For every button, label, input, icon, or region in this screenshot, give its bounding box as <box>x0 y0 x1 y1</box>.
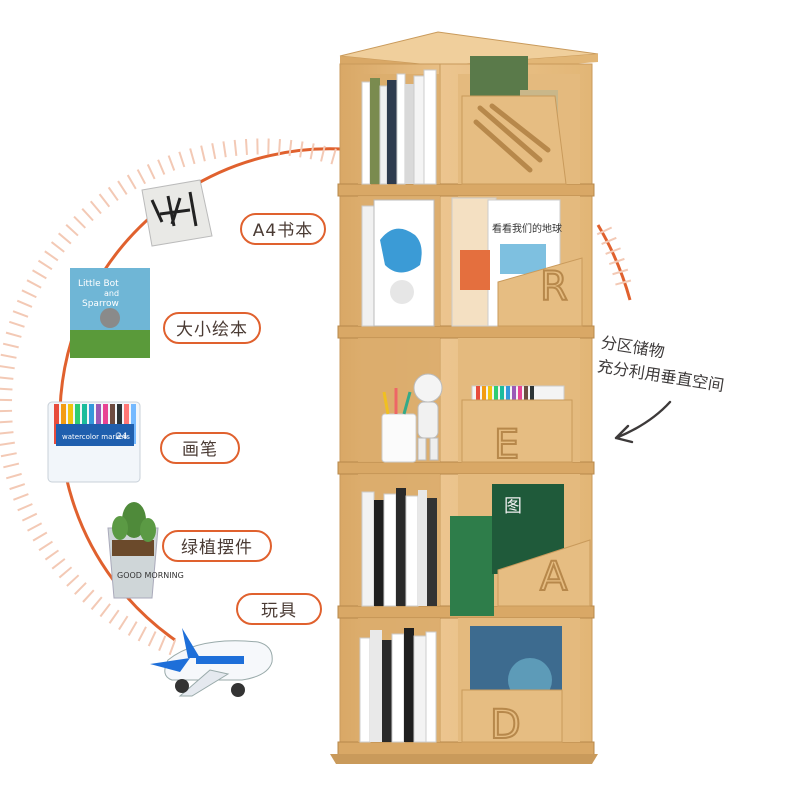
category-pill-a4-book: A4书本 <box>240 213 326 245</box>
crayon-box-icon: watercolor markers 24 <box>47 401 141 483</box>
category-pill-picture-book: 大小绘本 <box>163 312 261 344</box>
panel-letter-a: A <box>540 554 568 600</box>
astronaut-figure <box>413 373 443 461</box>
books-row-2 <box>361 199 435 327</box>
rotating-bookshelf: R E A D 看看我们的地球 图 <box>330 31 599 764</box>
front-panel-5 <box>461 626 563 743</box>
a4-book-icon <box>141 179 213 247</box>
category-pill-brushes: 画笔 <box>160 432 240 464</box>
svg-text:GOOD MORNING: GOOD MORNING <box>117 571 184 580</box>
panel-letter-r: R <box>540 264 568 310</box>
toy-airplane-icon <box>150 628 273 697</box>
pencil-cup <box>381 388 417 463</box>
svg-text:Sparrow: Sparrow <box>82 299 119 309</box>
front-panel-3 <box>461 385 573 463</box>
svg-text:and: and <box>104 289 119 298</box>
books-row-1 <box>361 69 437 185</box>
svg-text:watercolor markers: watercolor markers <box>62 433 130 441</box>
category-pill-plants: 绿植摆件 <box>162 530 272 562</box>
book-title-earth: 看看我们的地球 <box>492 222 562 235</box>
svg-text:Little Bot: Little Bot <box>78 279 119 289</box>
svg-text:24: 24 <box>116 432 128 442</box>
picture-book-icon: Little Bot and Sparrow <box>70 268 150 358</box>
front-panel-4 <box>450 484 591 616</box>
category-pill-toys: 玩具 <box>236 593 322 625</box>
books-row-5 <box>359 628 437 743</box>
books-row-4 <box>361 488 437 607</box>
cactus-plant-icon: GOOD MORNING <box>107 502 184 599</box>
panel-letter-e: E <box>494 422 519 468</box>
front-panel-2 <box>451 197 583 327</box>
panel-letter-d: D <box>490 702 521 748</box>
book-title-green: 图 <box>504 496 522 517</box>
arrow-to-shelf-icon <box>614 400 672 444</box>
front-panel-1 <box>461 56 567 185</box>
